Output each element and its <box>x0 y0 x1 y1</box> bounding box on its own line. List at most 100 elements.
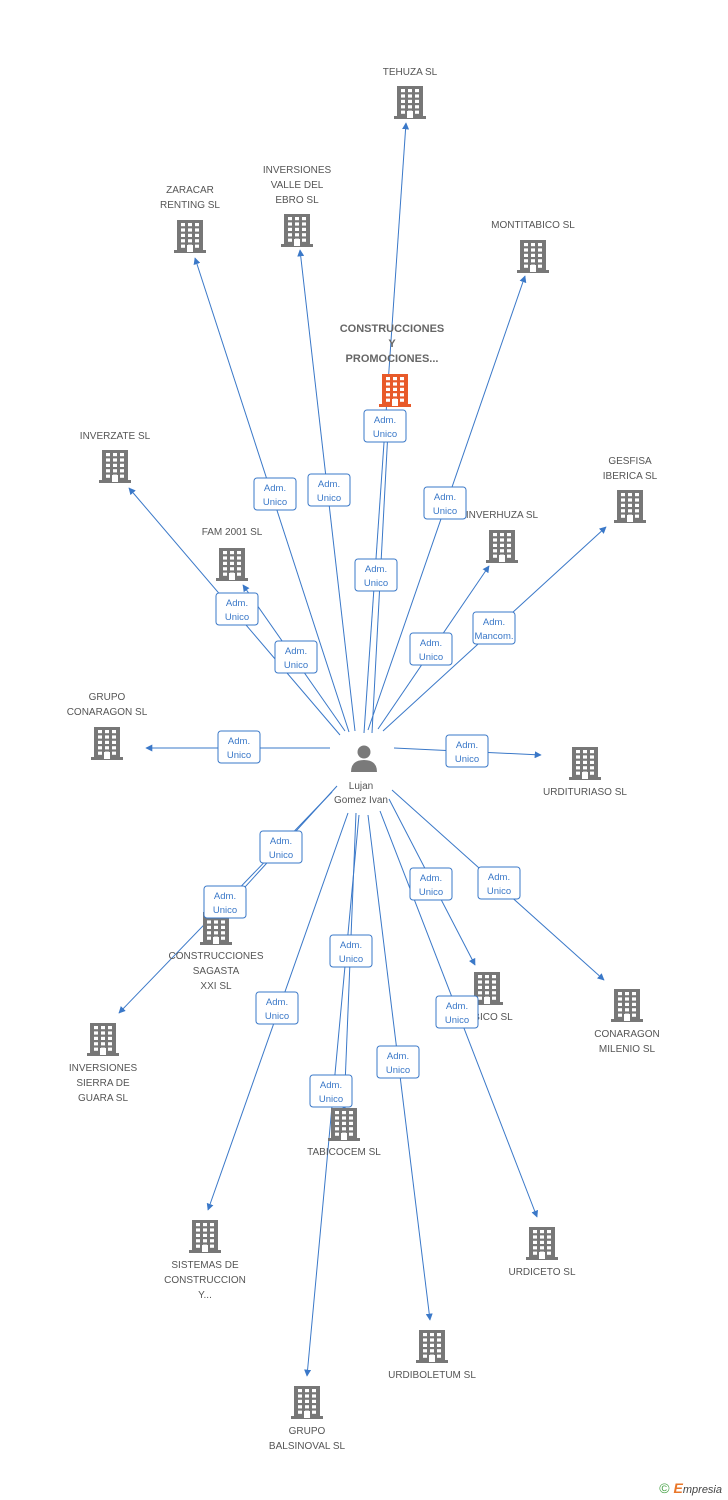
role-line: Adm. <box>214 891 236 902</box>
building-icon <box>216 548 248 581</box>
role-badge-tabicocem[interactable]: Adm.Unico <box>329 934 373 968</box>
role-badge-fam2001[interactable]: Adm.Unico <box>274 640 318 674</box>
role-line: Adm. <box>488 872 510 883</box>
role-badge-inversiones-valle[interactable]: Adm.Unico <box>307 473 351 507</box>
role-line: Unico <box>386 1065 410 1076</box>
building-icon <box>328 1108 360 1141</box>
role-line: Unico <box>227 750 251 761</box>
building-icon <box>614 490 646 523</box>
company-label-tabicocem: TABICOCEM SL <box>307 1147 381 1158</box>
role-line: Unico <box>213 905 237 916</box>
role-line: Unico <box>225 612 249 623</box>
company-label-sagasta-line: XXI SL <box>200 981 232 992</box>
company-label-sistemas-line: Y... <box>198 1290 212 1301</box>
role-line: Unico <box>419 887 443 898</box>
role-badge-conaragon[interactable]: Adm. Unico <box>217 730 261 764</box>
role-line: Mancom. <box>474 631 513 642</box>
role-badge-inverhuza[interactable]: Adm.Unico <box>409 632 453 666</box>
building-icon <box>394 86 426 119</box>
role-badge-tabico[interactable]: Adm.Unico <box>409 867 453 901</box>
company-label-sagasta-line: CONSTRUCCIONES <box>168 951 263 962</box>
building-icon <box>99 450 131 483</box>
company-label-zaracar-line: ZARACAR <box>166 185 214 196</box>
role-badge-inverzate[interactable]: Adm. Unico <box>215 592 259 626</box>
person-name-line: Gomez Ivan <box>334 795 388 806</box>
role-badge-tabico-text: Adm.Unico <box>419 873 443 898</box>
role-line: Unico <box>364 578 388 589</box>
role-badge-balsinoval[interactable]: Adm.Unico <box>309 1074 353 1108</box>
role-badge-sistemas-text: Adm.Unico <box>265 997 289 1022</box>
focus-company-label-line: CONSTRUCCIONES <box>340 323 445 335</box>
role-badge-sagasta[interactable]: Adm.Unico <box>259 830 303 864</box>
role-badge-fam2001-text: Adm.Unico <box>284 646 308 671</box>
company-label-urdituriaso-line: URDITURIASO SL <box>543 787 627 798</box>
role-line: Unico <box>263 497 287 508</box>
footer-brand[interactable]: © Empresia <box>659 1480 722 1496</box>
brand-logo: Empresia <box>673 1480 722 1496</box>
company-label-urdiboletum-line: URDIBOLETUM SL <box>388 1370 476 1381</box>
company-label-conaragon-milenio-line: MILENIO SL <box>599 1044 656 1055</box>
role-badge-urdiceto[interactable]: Adm.Unico <box>435 995 479 1029</box>
role-badge-sierra-guara[interactable]: Adm. Unico <box>203 885 247 919</box>
company-label-sagasta-line: SAGASTA <box>193 966 240 977</box>
company-label-inverhuza-line: INVERHUZA SL <box>466 510 539 521</box>
role-badge-tehuza[interactable]: Adm.Unico <box>354 558 398 592</box>
role-badge-focus[interactable]: Adm.Unico <box>363 409 407 443</box>
role-badge-tabicocem-text: Adm.Unico <box>339 940 363 965</box>
company-label-inverzate: INVERZATE SL <box>80 431 151 442</box>
building-icon <box>517 240 549 273</box>
role-line: Adm. <box>446 1001 468 1012</box>
role-badge-gesfisa-text: Adm.Mancom. <box>474 617 513 642</box>
role-line: Unico <box>284 660 308 671</box>
role-badge-inverhuza-text: Adm.Unico <box>419 638 443 663</box>
role-badge-urdituriaso[interactable]: Adm.Unico <box>445 734 489 768</box>
role-line: Adm. <box>226 598 248 609</box>
company-label-balsinoval-line: GRUPO <box>289 1426 326 1437</box>
role-badge-balsinoval-text: Adm.Unico <box>319 1080 343 1105</box>
company-label-sierra-guara-line: SIERRA DE <box>76 1078 130 1089</box>
focus-building-icon <box>379 374 411 407</box>
role-badge-zaracar-text: Adm.Unico <box>263 483 287 508</box>
role-badge-gesfisa[interactable]: Adm.Mancom. <box>472 611 516 645</box>
company-label-tabicocem-line: TABICOCEM SL <box>307 1147 381 1158</box>
company-label-inverhuza: INVERHUZA SL <box>466 510 539 521</box>
role-badge-urdituriaso-text: Adm.Unico <box>455 740 479 765</box>
role-line: Adm. <box>266 997 288 1008</box>
role-line: Adm. <box>420 638 442 649</box>
company-label-sagasta: CONSTRUCCIONES SAGASTA XXI SL <box>168 951 263 992</box>
role-badge-conaragon-milenio-text: Adm.Unico <box>487 872 511 897</box>
role-badge-urdiboletum-text: Adm.Unico <box>386 1051 410 1076</box>
copyright-symbol: © <box>659 1480 670 1496</box>
company-label-tabico-line: TABICO SL <box>461 1012 513 1023</box>
role-badge-conaragon-milenio[interactable]: Adm.Unico <box>477 866 521 900</box>
building-icon <box>569 747 601 780</box>
building-icon <box>174 220 206 253</box>
role-badge-zaracar[interactable]: Adm.Unico <box>253 477 297 511</box>
role-line: Adm. <box>228 736 250 747</box>
company-label-sistemas-line: CONSTRUCCION <box>164 1275 246 1286</box>
role-line: Adm. <box>270 836 292 847</box>
building-icon <box>526 1227 558 1260</box>
role-badge-sistemas[interactable]: Adm.Unico <box>255 991 299 1025</box>
company-label-fam2001-line: FAM 2001 SL <box>202 527 263 538</box>
company-label-tehuza-line: TEHUZA SL <box>383 67 438 78</box>
role-badge-montitabico[interactable]: Adm.Unico <box>423 486 467 520</box>
person-icon <box>351 745 377 772</box>
company-label-gesfisa-line: IBERICA SL <box>603 471 658 482</box>
role-line: Adm. <box>340 940 362 951</box>
role-badge-urdiboletum[interactable]: Adm.Unico <box>376 1045 420 1079</box>
company-label-inversiones-valle-line: INVERSIONES <box>263 165 332 176</box>
company-label-inversiones-valle-line: VALLE DEL <box>271 180 324 191</box>
company-label-tabico: TABICO SL <box>461 1012 513 1023</box>
company-label-inversiones-valle-line: EBRO SL <box>275 195 319 206</box>
